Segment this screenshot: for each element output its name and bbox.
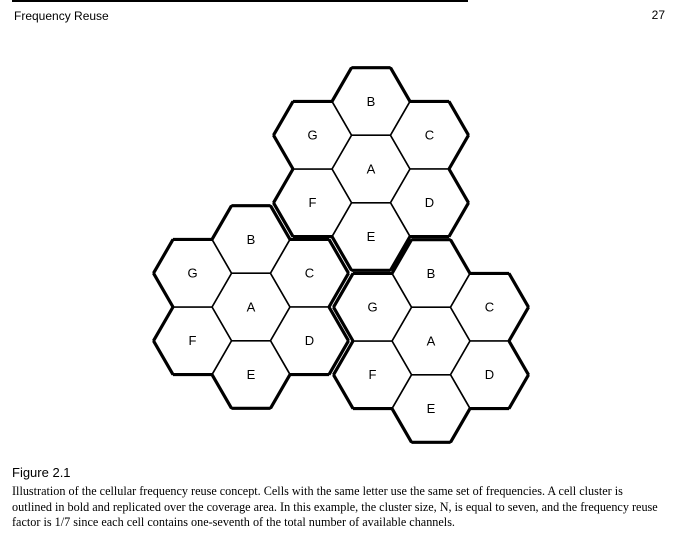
hex-label-top-a: A: [367, 161, 376, 176]
cluster-outline-right: [332, 238, 530, 444]
page-number: 27: [651, 8, 665, 22]
hex-label-right-d: D: [485, 367, 494, 382]
hex-label-right-b: B: [427, 266, 436, 281]
hex-label-top-d: D: [425, 195, 434, 210]
hex-label-right-g: G: [367, 300, 377, 315]
hex-label-top-c: C: [425, 128, 434, 143]
hex-label-right-c: C: [485, 300, 494, 315]
hex-label-top-g: G: [307, 128, 317, 143]
hexagon-cell-diagram: A B C D E F G A B C D E F G A B C D E F G: [152, 66, 530, 444]
hex-label-top-e: E: [367, 229, 376, 244]
figure-label: Figure 2.1: [12, 465, 71, 480]
hex-label-right-e: E: [427, 401, 436, 416]
hex-label-top-b: B: [367, 94, 376, 109]
hex-label-right-a: A: [427, 333, 436, 348]
hex-label-left-g: G: [187, 266, 197, 281]
hex-label-left-c: C: [305, 266, 314, 281]
figure-caption: Illustration of the cellular frequency r…: [12, 484, 658, 529]
hex-label-left-f: F: [189, 333, 197, 348]
cells-layer: A B C D E F G A B C D E F G A B C D E F G: [152, 66, 530, 444]
hex-label-left-d: D: [305, 333, 314, 348]
header-rule: [12, 0, 468, 2]
hex-label-top-f: F: [309, 195, 317, 210]
cluster-outline-left: [152, 204, 350, 410]
cluster-outlines-layer: [152, 66, 530, 444]
cluster-outline-top: [272, 66, 470, 272]
running-head: Frequency Reuse: [14, 9, 109, 23]
hex-label-right-f: F: [369, 367, 377, 382]
hex-label-left-e: E: [247, 367, 256, 382]
hex-label-left-b: B: [247, 232, 256, 247]
hex-label-left-a: A: [247, 299, 256, 314]
